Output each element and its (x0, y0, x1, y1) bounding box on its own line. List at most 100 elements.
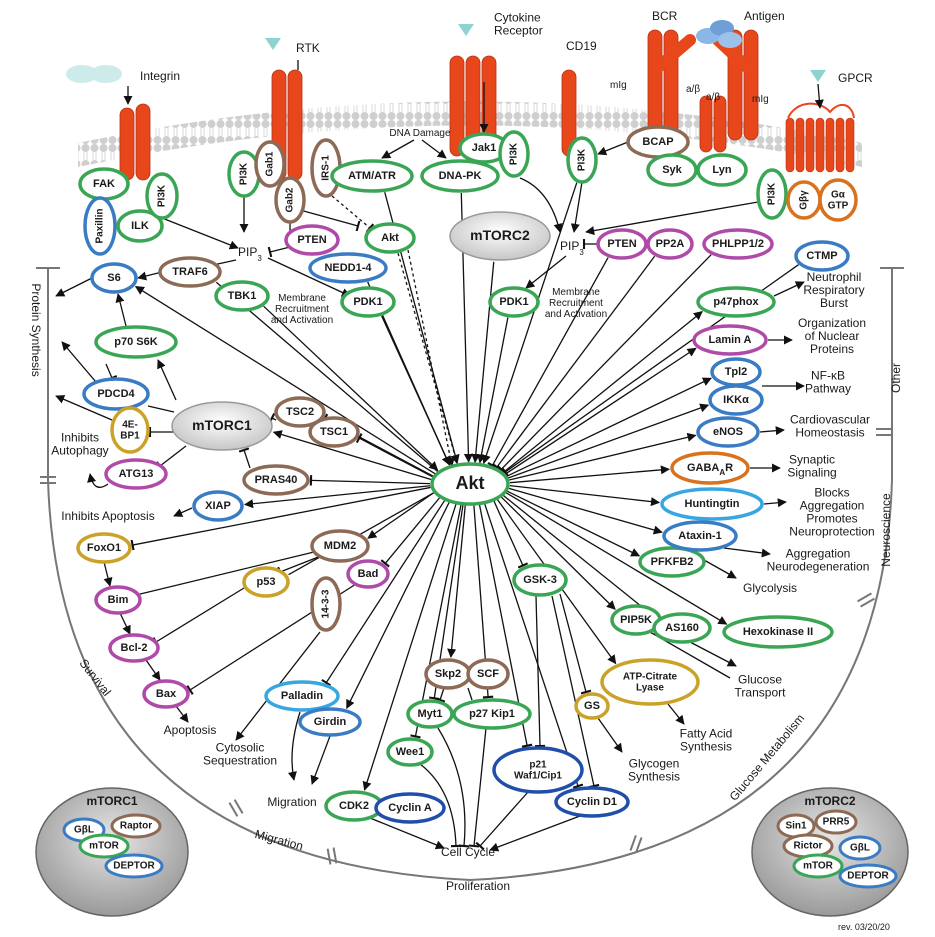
node-palladin[interactable]: Palladin (264, 680, 340, 712)
node-pdk1-right[interactable]: PDK1 (488, 286, 540, 318)
node-foxo1[interactable]: FoxO1 (76, 532, 132, 564)
node-label: PTEN (607, 238, 636, 250)
edge-tsc2-mtorc1 (268, 412, 277, 424)
edge-akt-to-girdin (346, 500, 451, 710)
node-label: Palladin (281, 690, 323, 702)
node-p70[interactable]: p70 S6K (94, 325, 178, 359)
node-huntingtin[interactable]: Huntingtin (660, 487, 764, 521)
node-ataxin[interactable]: Ataxin-1 (662, 520, 738, 552)
node-label: p27 Kip1 (469, 708, 515, 720)
node-scf[interactable]: SCF (466, 658, 510, 690)
node-tbk1[interactable]: TBK1 (214, 280, 270, 312)
node-bcl2[interactable]: Bcl-2 (108, 633, 160, 663)
node-mdm2[interactable]: MDM2 (310, 529, 370, 563)
node-p1433[interactable]: 14-3-3 (310, 576, 342, 632)
node-dnapk[interactable]: DNA-PK (420, 159, 500, 193)
node-gs[interactable]: GS (574, 692, 610, 720)
region-other: Other (889, 363, 903, 393)
svg-text:PRR5: PRR5 (823, 817, 850, 828)
node-phlpp[interactable]: PHLPP1/2 (702, 228, 774, 260)
node-pdk1-left[interactable]: PDK1 (340, 286, 396, 318)
node-atg13[interactable]: ATG13 (104, 458, 168, 490)
node-akt[interactable]: Akt (430, 462, 510, 506)
node-pp2a[interactable]: PP2A (646, 228, 694, 260)
node-bim[interactable]: Bim (94, 585, 142, 615)
node-gab1[interactable]: Gab1 (254, 140, 286, 188)
node-pras40[interactable]: PRAS40 (242, 464, 310, 496)
node-nedd[interactable]: NEDD1-4 (308, 252, 388, 284)
pip3-right-label: PIP3 (560, 239, 584, 257)
edge-as160-glucose (689, 641, 737, 667)
node-akt-small[interactable]: Akt (364, 222, 416, 254)
node-s6[interactable]: S6 (90, 262, 138, 294)
node-wee1[interactable]: Wee1 (386, 737, 434, 767)
node-cyclina[interactable]: Cyclin A (374, 792, 446, 824)
node-pi3k-gpcr[interactable]: PI3K (756, 168, 788, 220)
node-tpl2[interactable]: Tpl2 (710, 357, 762, 387)
edge-akt-to-s6 (134, 285, 436, 475)
node-p47phox[interactable]: p47phox (696, 286, 776, 318)
node-bcap[interactable]: BCAP (626, 125, 690, 159)
node-ikka[interactable]: IKKα (708, 384, 764, 416)
node-myt1[interactable]: Myt1 (406, 699, 454, 729)
gpcr-loop (787, 102, 855, 119)
node-gabaar[interactable]: GABAAR (670, 451, 750, 485)
node-girdin[interactable]: Girdin (298, 707, 362, 737)
node-gsk3[interactable]: GSK-3 (512, 563, 568, 597)
node-syk[interactable]: Syk (646, 153, 698, 187)
node-enos[interactable]: eNOS (696, 416, 760, 448)
node-pten-right[interactable]: PTEN (596, 228, 648, 260)
node-label: Ataxin-1 (678, 530, 721, 542)
node-fak[interactable]: FAK (78, 167, 130, 201)
node-mtorc1[interactable]: mTORC1 (171, 401, 273, 451)
node-pi3k-integrin[interactable]: PI3K (145, 172, 179, 220)
svg-text:GβL: GβL (850, 843, 870, 854)
node-label: TRAF6 (172, 266, 207, 278)
node-mtorc2[interactable]: mTORC2 (449, 211, 551, 261)
node-label: p47phox (713, 296, 759, 308)
node-pi3k-cyto[interactable]: PI3K (498, 130, 530, 178)
node-xiap[interactable]: XIAP (192, 490, 244, 522)
edge-bcap-pi3k (597, 141, 629, 156)
node-label: Wee1 (396, 746, 425, 758)
node-pten-left[interactable]: PTEN (284, 224, 340, 256)
node-p53[interactable]: p53 (242, 566, 290, 598)
node-pfkfb2[interactable]: PFKFB2 (638, 546, 706, 578)
node-as160[interactable]: AS160 (652, 612, 712, 644)
node-cdk2[interactable]: CDK2 (324, 790, 384, 822)
node-pi3k-cd19[interactable]: PI3K (566, 136, 598, 184)
node-jak1[interactable]: Jak1 (458, 132, 510, 164)
node-ilk[interactable]: ILK (116, 209, 164, 243)
edge-akt-to-as160 (502, 494, 661, 624)
node-ctmp[interactable]: CTMP (794, 240, 850, 272)
node-gbg[interactable]: Gβγ (786, 180, 822, 220)
node-label: PI3K (157, 184, 168, 207)
node-lamina[interactable]: Lamin A (692, 324, 768, 356)
node-ebp1[interactable]: 4E-BP1 (110, 406, 150, 454)
edge-akt-to-p53 (288, 492, 435, 576)
node-cyclind1[interactable]: Cyclin D1 (554, 786, 630, 818)
edge-p70-s6 (115, 293, 127, 327)
node-hexokinase[interactable]: Hexokinase II (722, 615, 834, 649)
node-traf6[interactable]: TRAF6 (158, 256, 222, 288)
edge-p47-neutrophil (773, 281, 805, 297)
node-tsc2[interactable]: TSC2 (274, 396, 326, 428)
node-gab2[interactable]: Gab2 (274, 176, 306, 224)
mtorc1-raptor: Raptor (110, 813, 162, 839)
edge-palladin-migration (287, 711, 301, 781)
node-atm-atr[interactable]: ATM/ATR (330, 159, 414, 193)
node-p27[interactable]: p27 Kip1 (452, 698, 532, 730)
node-label: eNOS (713, 426, 743, 438)
node-pi3k-rtk[interactable]: PI3K (227, 150, 261, 198)
node-bad[interactable]: Bad (346, 559, 390, 589)
node-lyn[interactable]: Lyn (696, 153, 748, 187)
node-tsc1[interactable]: TSC1 (308, 416, 360, 448)
node-bax[interactable]: Bax (142, 679, 190, 709)
node-paxillin[interactable]: Paxillin (83, 196, 117, 256)
revision-label: rev. 03/20/20 (838, 922, 890, 932)
node-skp2[interactable]: Skp2 (424, 658, 472, 690)
node-pdcd4[interactable]: PDCD4 (82, 377, 150, 411)
